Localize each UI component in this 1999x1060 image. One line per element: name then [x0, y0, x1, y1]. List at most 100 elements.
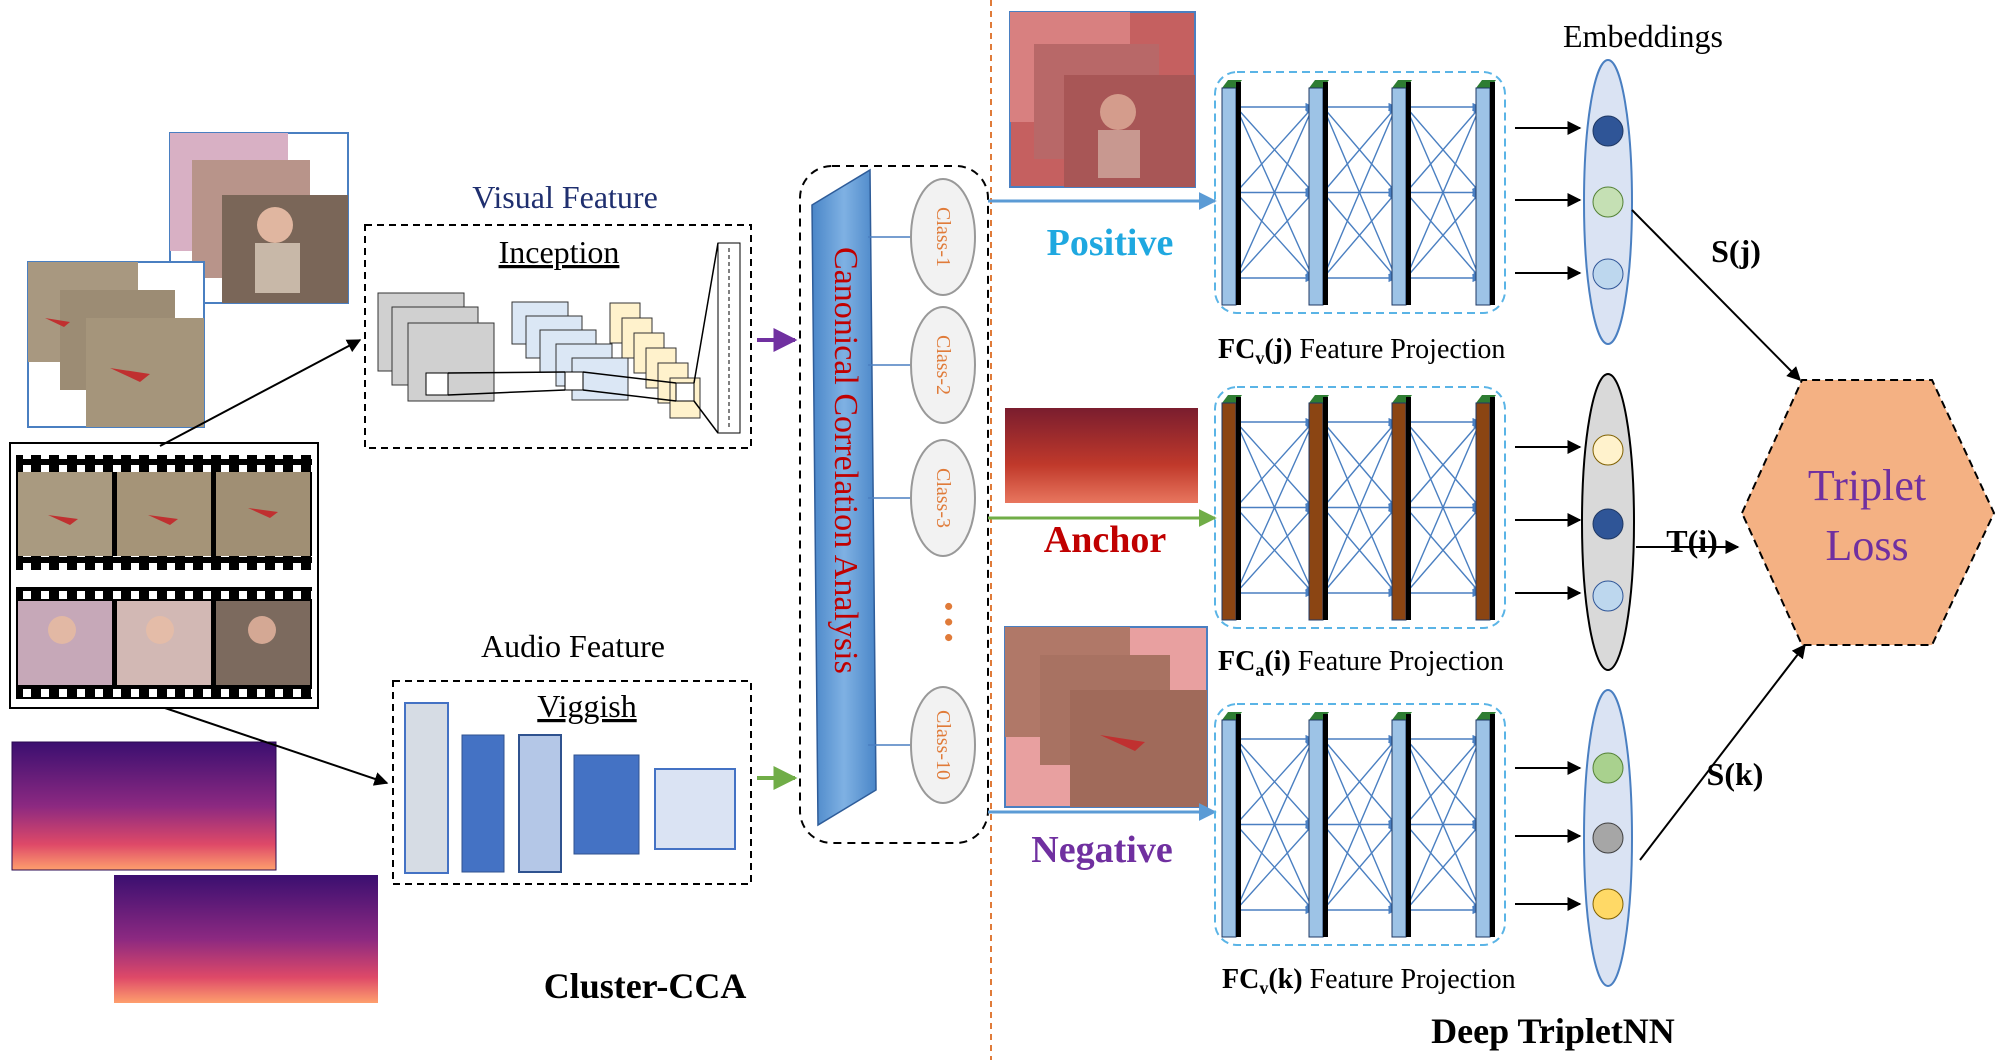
score-positive: S(j)	[1711, 233, 1761, 269]
network-to-embedding-arrows	[1515, 121, 1582, 911]
audio-feature-heading: Audio Feature	[481, 628, 665, 664]
class-label: Class-3	[932, 468, 954, 528]
fc-layer-side	[1406, 397, 1411, 620]
triplet-loss-hexagon	[1740, 379, 1996, 646]
fc-connection	[1405, 823, 1481, 911]
class-label: Class-2	[932, 335, 954, 395]
fc-connection	[1405, 106, 1481, 193]
triplet-loss-label-line2: Loss	[1825, 521, 1908, 570]
fc-layer	[1308, 402, 1324, 621]
triplet-loss-label-line1: Triplet	[1808, 461, 1926, 510]
negative-embedding	[1583, 689, 1633, 987]
fc-layer	[1391, 87, 1407, 306]
fc-connection	[1235, 421, 1314, 594]
viggish-box	[392, 680, 752, 885]
viggish-label: Viggish	[537, 688, 636, 724]
fc-layer-side	[1406, 714, 1411, 937]
anchor-spectrogram-image	[1005, 408, 1198, 503]
positive-label: Positive	[1047, 222, 1174, 264]
fc-layer-side	[1490, 82, 1495, 305]
negative-projection-network	[1214, 703, 1506, 946]
negative-label: Negative	[1031, 829, 1172, 871]
fc-layer	[1391, 402, 1407, 621]
negative-sample-image	[1004, 626, 1208, 808]
fc-connection	[1405, 738, 1481, 911]
projection-network-frame	[1214, 386, 1506, 629]
negative-fc-caption: FCv(k) Feature Projection	[1222, 964, 1516, 998]
fc-layer	[1308, 87, 1324, 306]
fc-connection	[1322, 421, 1397, 508]
positive-embedding	[1583, 59, 1633, 345]
fc-connection	[1405, 191, 1481, 279]
anchor-embedding	[1581, 373, 1635, 671]
fc-layer-side	[1236, 82, 1241, 305]
cca-container	[799, 165, 989, 844]
fc-layer-side	[1490, 397, 1495, 620]
video-frames-stack-helicopter	[27, 261, 205, 428]
fc-connection	[1235, 106, 1314, 193]
anchor-projection-network	[1214, 386, 1506, 629]
embeddings-heading: Embeddings	[1563, 18, 1723, 54]
visual-feature-heading: Visual Feature	[472, 179, 658, 215]
positive-projection-network	[1214, 71, 1506, 314]
positive-fc-caption: FCv(j) Feature Projection	[1218, 334, 1505, 368]
fc-connection	[1322, 823, 1397, 911]
positive-to-loss-arrow	[1631, 209, 1801, 381]
deep-tripletnn-title: Deep TripletNN	[1431, 1011, 1675, 1051]
class-label: Class-10	[932, 710, 954, 780]
anchor-fc-caption: FCa(i) Feature Projection	[1218, 646, 1504, 680]
fc-layer	[1221, 402, 1237, 621]
projection-network-frame	[1214, 71, 1506, 314]
filmstrip-image	[9, 442, 319, 709]
fc-connection	[1322, 506, 1397, 594]
fc-layer-side	[1236, 397, 1241, 620]
fc-layer	[1475, 719, 1491, 938]
fc-connection	[1405, 738, 1481, 825]
fc-layer-side	[1323, 82, 1328, 305]
score-anchor: T(i)	[1666, 523, 1718, 559]
fc-connection	[1322, 738, 1397, 911]
cca-bar	[811, 168, 877, 827]
positive-sample-image	[1009, 11, 1196, 188]
fc-layer	[1221, 87, 1237, 306]
arrow-to-audio	[164, 707, 389, 786]
inception-label: Inception	[499, 234, 620, 270]
fc-connection	[1235, 506, 1314, 594]
inception-box	[364, 224, 752, 449]
fc-layer-side	[1236, 714, 1241, 937]
fc-connection	[1405, 106, 1481, 279]
fc-connection	[1235, 738, 1314, 911]
fc-layer	[1308, 719, 1324, 938]
projection-network-frame	[1214, 703, 1506, 946]
arrow-to-visual	[159, 339, 362, 447]
fc-connection	[1235, 191, 1314, 279]
fc-connection	[1322, 191, 1397, 279]
fc-connection	[1235, 421, 1314, 508]
fc-layer-side	[1490, 714, 1495, 937]
anchor-label: Anchor	[1044, 519, 1167, 561]
score-negative: S(k)	[1707, 756, 1764, 792]
fc-layer	[1391, 719, 1407, 938]
fc-layer	[1475, 402, 1491, 621]
fc-layer-side	[1323, 397, 1328, 620]
spectrogram-image	[11, 741, 378, 1003]
fc-connection	[1322, 106, 1397, 193]
fc-connection	[1322, 738, 1397, 825]
class-ellipses: Class-1 Class-2 Class-3 Class-10 • • •	[868, 178, 976, 804]
class-ellipsis: • • •	[934, 602, 963, 642]
fc-layer	[1475, 87, 1491, 306]
negative-to-loss-arrow	[1639, 643, 1806, 861]
inception-network-icon	[377, 242, 741, 434]
class-label: Class-1	[932, 207, 954, 267]
fc-connection	[1322, 106, 1397, 279]
fc-connection	[1235, 738, 1314, 825]
fc-layer-side	[1406, 82, 1411, 305]
fc-connection	[1322, 421, 1397, 594]
video-frames-stack-baby	[169, 132, 349, 304]
fc-connection	[1405, 421, 1481, 594]
fc-connection	[1405, 506, 1481, 594]
fc-layer-side	[1323, 714, 1328, 937]
fc-layer	[1221, 719, 1237, 938]
cluster-cca-title: Cluster-CCA	[544, 966, 747, 1006]
